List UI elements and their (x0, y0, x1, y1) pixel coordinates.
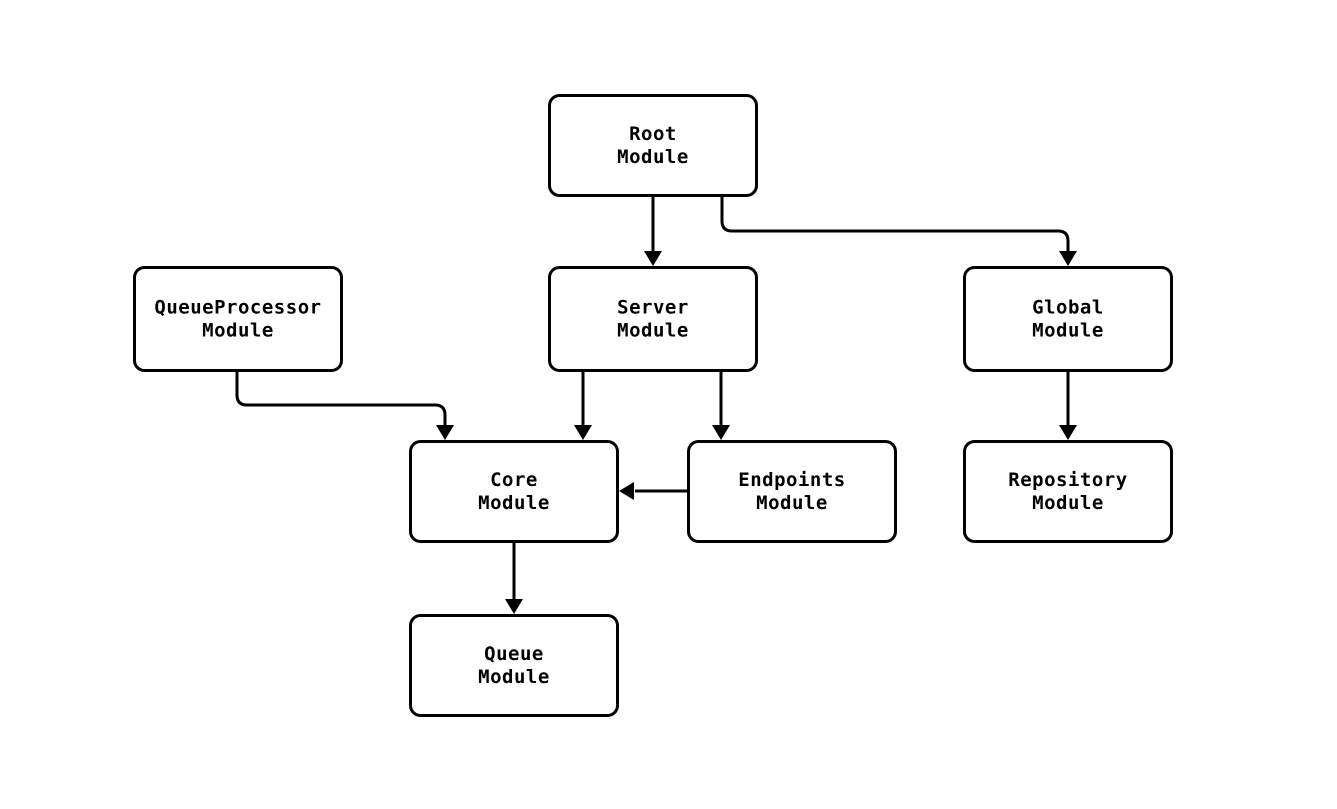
node-label-line2-core: Module (478, 492, 550, 514)
edge-line-queueprocessor-to-core (235, 372, 447, 426)
node-label-line1-root: Root (629, 123, 677, 145)
node-label-line1-global: Global (1032, 297, 1104, 319)
node-label-line2-repository: Module (1032, 492, 1104, 514)
node-box-endpoints[interactable] (687, 440, 897, 543)
edge-queueprocessor-to-core (235, 372, 454, 440)
node-label-line2-endpoints: Module (756, 492, 828, 514)
node-label-line2-root: Module (617, 146, 689, 168)
edge-line-root-to-global (720, 197, 1070, 252)
node-label-line1-core: Core (490, 469, 538, 491)
node-label-line2-queueprocessor: Module (202, 320, 274, 342)
edge-global-to-repository (1059, 372, 1077, 440)
edge-endpoints-to-core (619, 482, 687, 500)
node-label-line2-global: Module (1032, 320, 1104, 342)
node-label-line1-repository: Repository (1008, 469, 1127, 491)
node-label-line1-server: Server (617, 297, 689, 319)
arrow-head-icon-root-to-global (1059, 251, 1077, 266)
node-label-line1-endpoints: Endpoints (738, 469, 845, 491)
node-box-root[interactable] (548, 94, 758, 197)
edge-root-to-server (644, 197, 662, 266)
node-box-queueprocessor[interactable] (133, 266, 343, 372)
arrow-head-icon-endpoints-to-core (619, 482, 634, 500)
arrow-head-icon-server-to-core (574, 425, 592, 440)
node-box-global[interactable] (963, 266, 1173, 372)
edge-root-to-global (720, 197, 1077, 266)
nodes-layer: RootModuleQueueProcessorModuleServerModu… (133, 94, 1173, 717)
node-box-core[interactable] (409, 440, 619, 543)
edge-server-to-core (574, 372, 592, 440)
node-box-repository[interactable] (963, 440, 1173, 543)
node-label-line2-server: Module (617, 320, 689, 342)
edge-core-to-queue (505, 543, 523, 614)
arrow-head-icon-root-to-server (644, 251, 662, 266)
node-label-line1-queueprocessor: QueueProcessor (154, 297, 321, 319)
arrow-head-icon-core-to-queue (505, 599, 523, 614)
edges-layer (235, 197, 1077, 614)
arrow-head-icon-global-to-repository (1059, 425, 1077, 440)
node-label-line2-queue: Module (478, 666, 550, 688)
arrow-head-icon-queueprocessor-to-core (436, 425, 454, 440)
node-label-line1-queue: Queue (484, 643, 544, 665)
node-box-queue[interactable] (409, 614, 619, 717)
edge-server-to-endpoints (712, 372, 730, 440)
node-box-server[interactable] (548, 266, 758, 372)
arrow-head-icon-server-to-endpoints (712, 425, 730, 440)
